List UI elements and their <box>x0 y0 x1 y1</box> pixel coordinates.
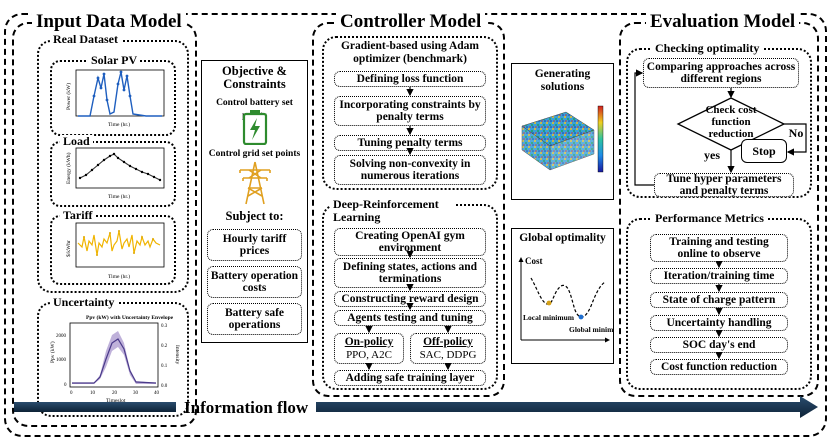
gradient-step-2: Incorporating constraints by penalty ter… <box>334 96 486 126</box>
off-policy-title: Off-policy <box>423 336 473 348</box>
checking-optimality-title: Checking optimality <box>652 42 763 55</box>
drl-step-2: Defining states, actions and termination… <box>334 258 486 288</box>
decision-yes-label: yes <box>704 148 720 162</box>
grid-setpoints-text: Control grid set points <box>208 149 301 159</box>
tariff-ylabel: $/kWhr <box>65 240 72 257</box>
solar-pv-ylabel: Power (kW) <box>65 83 72 110</box>
load-title: Load <box>60 135 93 148</box>
uncertainty-ytick-right-2: 0.2 <box>161 344 168 349</box>
uncertainty-plot-title: Ppv (kW) with Uncertainty Envelope <box>86 314 174 321</box>
metric-2: Iteration/training time <box>650 268 788 284</box>
information-flow-label: Information flow <box>184 398 309 417</box>
solar-pv-chart: Power (kW) Time (hr.) <box>65 69 165 128</box>
decision-no-label: No <box>788 126 804 140</box>
tariff-title: Tariff <box>60 209 96 222</box>
tariff-xlabel: Time (hr.) <box>108 273 130 280</box>
constraint-hourly-tariff: Hourly tariff prices <box>207 229 302 261</box>
input-data-model-title: Input Data Model <box>32 12 186 32</box>
off-policy-algos: SAC, DDPG <box>419 348 477 361</box>
uncertainty-chart: Ppv (kW) with Uncertainty Envelope Ppv (… <box>49 314 180 404</box>
constraint-battery-costs: Battery operation costs <box>207 266 302 298</box>
gradient-panel <box>322 36 498 190</box>
global-optimality-chart: Cost Local minimum Global minimum <box>518 256 613 343</box>
local-minimum-label: Local minimum <box>523 313 575 322</box>
load-box <box>50 141 176 207</box>
on-policy-algos: PPO, A2C <box>346 348 392 361</box>
performance-metrics-title: Performance Metrics <box>652 212 767 225</box>
uncertainty-ylabel: Ppv (kW) <box>49 341 56 363</box>
metric-1: Training and testing online to observe <box>650 234 788 262</box>
tariff-box <box>50 215 176 285</box>
transmission-tower-icon <box>239 161 271 205</box>
uncertainty-xtick-4: 30 <box>133 391 139 396</box>
global-minimum-label: Global minimum <box>569 325 613 334</box>
drl-step-3: Constructing reward design <box>334 291 486 307</box>
load-ylabel: Energy (kWh) <box>65 152 72 184</box>
real-dataset-title: Real Dataset <box>50 33 121 46</box>
objective-panel <box>201 60 308 343</box>
on-policy-box: On-policy PPO, A2C <box>334 333 404 364</box>
uncertainty-xtick-2: 10 <box>90 391 96 396</box>
solutions-3d-scatter <box>521 105 604 173</box>
decision-text: Check cost function reduction <box>705 104 757 140</box>
uncertainty-xtick-1: 0 <box>70 391 73 396</box>
battery-icon <box>242 110 268 145</box>
generating-solutions-panel <box>511 63 614 200</box>
metric-4: Uncertainty handling <box>650 315 788 331</box>
subject-to-label: Subject to: <box>225 209 284 223</box>
uncertainty-ylabel-right: Intensity <box>174 345 180 364</box>
uncertainty-ytick-3: 0 <box>64 383 67 388</box>
constraint-battery-safe: Battery safe operations <box>207 303 302 335</box>
uncertainty-xlabel: Timeslot <box>106 398 126 404</box>
drl-final-step: Adding safe training layer <box>334 370 486 386</box>
uncertainty-title: Uncertainty <box>50 296 118 309</box>
gradient-step-4: Solving non-convexity in numerous iterat… <box>334 155 486 185</box>
generating-solutions-title: Generating solutions <box>534 68 591 93</box>
global-optimality-title: Global optimality <box>519 232 606 244</box>
load-xlabel: Time (hr.) <box>108 193 130 200</box>
metric-6: Cost function reduction <box>650 359 788 375</box>
uncertainty-ytick-2: 1000 <box>56 358 67 363</box>
drl-title: Deep-Reinforcement Learning <box>330 198 456 224</box>
global-optimality-panel <box>511 228 614 364</box>
uncertainty-ytick-right-3: 0.1 <box>161 364 168 369</box>
solar-pv-xlabel: Time (hr.) <box>108 121 130 128</box>
gradient-step-1: Defining loss function <box>334 71 486 87</box>
uncertainty-xtick-5: 40 <box>154 391 160 396</box>
controller-model-title: Controller Model <box>336 12 486 32</box>
stop-box: Stop <box>741 139 787 163</box>
gradient-title: Gradient-based using Adam optimizer (ben… <box>340 40 480 65</box>
tune-hyperparameters-box: Tune hyper parameters and penalty terms <box>654 173 794 197</box>
uncertainty-ytick-right-4: 0.0 <box>161 384 168 389</box>
global-cost-label: Cost <box>525 256 543 266</box>
uncertainty-ytick-1: 2000 <box>56 334 67 339</box>
solar-pv-title: Solar PV <box>88 54 141 67</box>
objective-title: Objective & Constraints <box>222 64 287 91</box>
evaluation-model-title: Evaluation Model <box>646 12 800 32</box>
load-chart: Energy (kWh) Time (hr.) <box>65 147 165 200</box>
drl-step-4: Agents testing and tuning <box>334 310 486 326</box>
uncertainty-xtick-3: 20 <box>112 391 118 396</box>
on-policy-title: On-policy <box>344 336 394 348</box>
compare-approaches-box: Comparing approaches across different re… <box>643 58 799 88</box>
tariff-chart: $/kWhr Time (hr.) <box>65 222 165 280</box>
off-policy-box: Off-policy SAC, DDPG <box>410 333 486 364</box>
uncertainty-ytick-right-1: 0.3 <box>161 324 168 329</box>
metric-3: State of charge pattern <box>650 292 788 308</box>
